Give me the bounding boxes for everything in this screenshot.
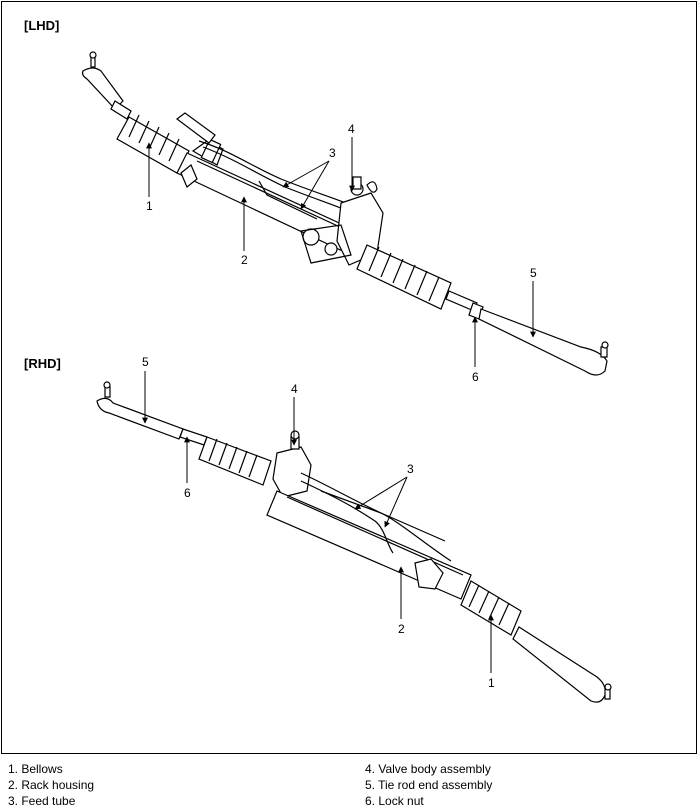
lhd-callout-2: 2 [241,253,248,267]
lhd-callout-4: 4 [348,122,355,136]
lhd-callout-6: 6 [472,370,479,384]
diagram-frame [1,1,697,754]
rhd-tie-rod-end-right [512,626,612,703]
lhd-tie-rod-end-left [81,51,124,110]
rhd-section-title: [RHD] [24,356,61,371]
rhd-callout-3: 3 [407,462,414,476]
rhd-callout-5: 5 [142,355,149,369]
lhd-lock-nut-left [110,100,132,120]
lhd-tie-rod-end-right [478,308,609,376]
rhd-bellows-right [460,580,522,636]
rhd-lock-nut-left [179,428,208,446]
steering-gear-diagram: 1 2 3 4 5 6 [81,51,612,703]
lhd-callout-5: 5 [530,266,537,280]
rhd-callout-1: 1 [488,676,495,690]
legend-item-valve-body-assembly: 4. Valve body assembly [365,762,491,776]
lhd-section-title: [LHD] [24,18,60,33]
rhd-leader-lines [142,371,494,673]
legend-column-right: 4. Valve body assembly 5. Tie rod end as… [365,761,492,809]
rhd-callout-4: 4 [291,382,298,396]
rhd-callout-2: 2 [398,622,405,636]
lhd-callout-3: 3 [329,146,336,160]
legend-item-rack-housing: 2. Rack housing [8,778,95,792]
lhd-callouts: 1 2 3 4 5 6 [146,122,537,384]
lhd-leader-lines [146,137,536,367]
rhd-callout-6: 6 [184,486,191,500]
lhd-assembly [81,51,609,376]
legend-item-feed-tube: 3. Feed tube [8,794,76,808]
rhd-bellows-left [198,436,272,486]
lhd-callout-1: 1 [146,199,153,213]
rhd-feed-tubes [300,472,452,562]
rhd-assembly [96,381,612,703]
legend-column-left: 1. Bellows 2. Rack housing 3. Feed tube [8,761,94,809]
lhd-mount-bracket [176,112,216,144]
lhd-bellows-right [356,244,452,310]
legend-item-lock-nut: 6. Lock nut [365,794,424,808]
legend-item-bellows: 1. Bellows [8,762,63,776]
rhd-tie-rod-end-left [96,381,184,440]
legend-item-tie-rod-end-assembly: 5. Tie rod end assembly [365,778,493,792]
rhd-rack-housing [266,490,472,600]
rhd-callouts: 5 6 4 3 2 1 [142,355,495,690]
lhd-bellows-left [116,114,190,174]
